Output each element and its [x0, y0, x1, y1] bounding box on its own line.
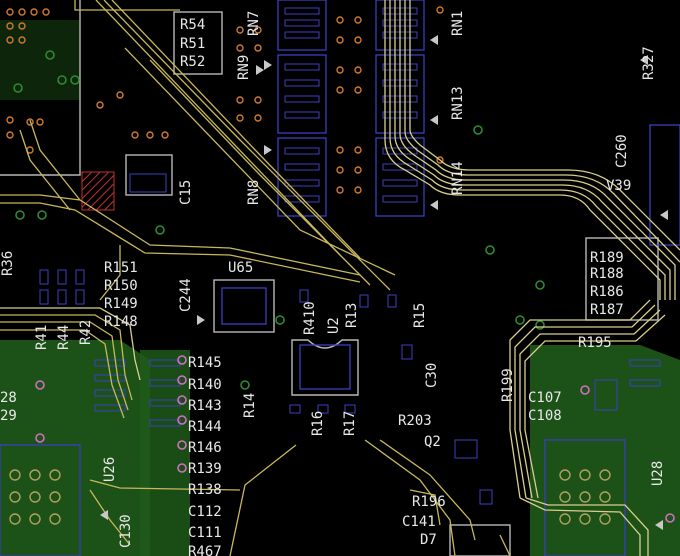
- label-r186: R186: [590, 284, 624, 300]
- label-r148: R148: [104, 314, 138, 330]
- label-r44: R44: [56, 325, 72, 350]
- label-r187: R187: [590, 302, 624, 318]
- label-r140: R140: [188, 377, 222, 393]
- label-r54: R54: [180, 17, 205, 33]
- label-c260: C260: [614, 134, 630, 168]
- label-rn9: RN9: [236, 55, 252, 80]
- label-c15: C15: [178, 180, 194, 205]
- label-r36: R36: [0, 251, 16, 276]
- label-r15: R15: [412, 303, 428, 328]
- label-c111: C111: [188, 525, 222, 541]
- label-c141: C141: [402, 514, 436, 530]
- label-rn8: RN8: [246, 180, 262, 205]
- label-rn7: RN7: [246, 11, 262, 36]
- silkscreen-labels: R54 R51 R52 RN7 RN1 RN9 RN13 RN8 RN14 R3…: [0, 11, 666, 556]
- label-r199: R199: [500, 368, 516, 402]
- label-r151: R151: [104, 260, 138, 276]
- copper-traces: [0, 0, 511, 556]
- label-r189: R189: [590, 250, 624, 266]
- label-c108: C108: [528, 408, 562, 424]
- label-r146: R146: [188, 440, 222, 456]
- label-r196: R196: [412, 494, 446, 510]
- label-d7: D7: [420, 532, 437, 548]
- label-28: 28: [0, 390, 17, 406]
- label-v39: V39: [606, 178, 631, 194]
- label-29: 29: [0, 408, 17, 424]
- label-r16: R16: [310, 411, 326, 436]
- label-r13: R13: [344, 303, 360, 328]
- label-r203: R203: [398, 413, 432, 429]
- label-rn13: RN13: [450, 86, 466, 120]
- label-r139: R139: [188, 461, 222, 477]
- label-r327: R327: [641, 46, 657, 80]
- label-r17: R17: [342, 411, 358, 436]
- label-r195: R195: [578, 335, 612, 351]
- label-u2: U2: [326, 317, 342, 334]
- label-q2: Q2: [424, 434, 441, 450]
- label-r143: R143: [188, 398, 222, 414]
- label-rn14: RN14: [450, 161, 466, 195]
- label-r410: R410: [302, 301, 318, 335]
- label-rn1: RN1: [450, 11, 466, 36]
- label-r149: R149: [104, 296, 138, 312]
- label-r188: R188: [590, 266, 624, 282]
- via-grid: [6, 6, 444, 194]
- label-r52: R52: [180, 54, 205, 70]
- label-u65: U65: [228, 260, 253, 276]
- label-r467: R467: [188, 544, 222, 556]
- label-r145: R145: [188, 355, 222, 371]
- label-r150: R150: [104, 278, 138, 294]
- pin1-markers: [100, 35, 668, 530]
- signal-vias: [13, 50, 675, 523]
- label-c244: C244: [178, 278, 194, 312]
- label-r144: R144: [188, 419, 222, 435]
- label-c130: C130: [118, 514, 134, 548]
- label-c112: C112: [188, 504, 222, 520]
- label-r42: R42: [78, 320, 94, 345]
- label-u26: U26: [102, 457, 118, 482]
- label-u28: U28: [650, 461, 666, 486]
- bga-balls: [9, 469, 611, 525]
- label-c107: C107: [528, 390, 562, 406]
- label-r138: R138: [188, 482, 222, 498]
- label-c30: C30: [424, 363, 440, 388]
- label-r14: R14: [242, 393, 258, 418]
- component-outlines: [0, 0, 659, 556]
- label-r51: R51: [180, 36, 205, 52]
- label-r41: R41: [34, 325, 50, 350]
